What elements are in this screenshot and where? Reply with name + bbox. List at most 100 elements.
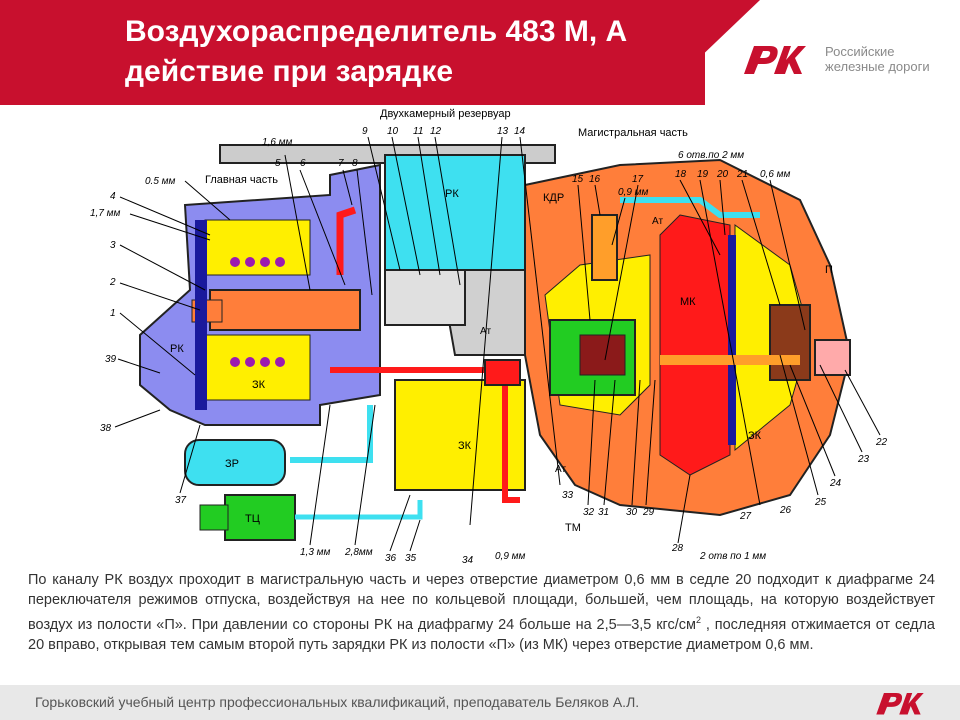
callout-2x1mm: 2 отв по 1 мм: [699, 551, 766, 562]
logo-line-2: железные дороги: [825, 59, 930, 74]
kdr-valve: [591, 214, 618, 281]
callout-15: 15: [572, 174, 584, 185]
title-line-1: Воздухораспределитель 483 М, А: [125, 15, 628, 48]
description-part-1: По каналу РК воздух проходит в магистрал…: [28, 572, 935, 633]
label-tc: ТЦ: [245, 513, 260, 525]
air-distributor-diagram: Двухкамерный резервуар Главная часть Маг…: [90, 108, 888, 565]
callout-8: 8: [352, 158, 358, 169]
label-rk-left: РК: [170, 343, 184, 355]
label-at-3: Ат: [555, 464, 566, 475]
leader-lines: [114, 136, 881, 552]
callout-28: 28: [671, 543, 684, 554]
filter: [484, 359, 521, 386]
callout-16: 16: [589, 174, 601, 185]
footer-rzd-icon: [876, 693, 924, 715]
callout-13: 13: [497, 126, 509, 137]
valve-body: [384, 269, 466, 326]
slide-title: Воздухораспределитель 483 М, А действие …: [125, 12, 627, 92]
callout-29: 29: [642, 507, 655, 518]
label-tm: ТМ: [565, 522, 581, 534]
tc-pipe: [295, 500, 423, 520]
callout-11: 11: [413, 126, 423, 137]
callout-14: 14: [514, 126, 526, 137]
label-zr: ЗР: [225, 458, 239, 470]
label-zk-mid: ЗК: [458, 440, 472, 452]
label-rk-top: РК: [445, 188, 459, 200]
footer-credit: Горьковский учебный центр профессиональн…: [35, 694, 640, 710]
main-diaphragm: [195, 220, 207, 410]
callout-18: 18: [675, 169, 687, 180]
callout-32: 32: [583, 507, 595, 518]
callout-0-9mm: 0,9 мм: [618, 187, 649, 198]
title-line-2: действие при зарядке: [125, 55, 454, 88]
release-valve-core: [579, 334, 626, 376]
logo-line-1: Российские: [825, 44, 895, 59]
slide-footer: Горьковский учебный центр профессиональн…: [0, 685, 960, 720]
callout-10: 10: [387, 126, 399, 137]
callout-9: 9: [362, 126, 368, 137]
callout-12: 12: [430, 126, 442, 137]
label-magistral-part: Магистральная часть: [578, 127, 688, 139]
callout-4: 4: [110, 191, 116, 202]
label-main-part: Главная часть: [205, 174, 278, 186]
main-piston: [209, 289, 361, 331]
callout-24: 24: [829, 478, 842, 489]
callout-2-8mm: 2,8мм: [344, 547, 373, 558]
callout-21: 21: [736, 169, 748, 180]
callout-2: 2: [109, 277, 116, 288]
callout-0-9mm-b: 0,9 мм: [495, 551, 526, 562]
callout-19: 19: [697, 169, 709, 180]
callout-26: 26: [779, 505, 792, 516]
title-banner-cut: [650, 0, 760, 105]
description-part-2: , последняя отжимается от седла 20 вправ…: [28, 616, 936, 653]
label-reservoir: Двухкамерный резервуар: [380, 108, 511, 120]
callout-20: 20: [716, 169, 729, 180]
callout-38: 38: [100, 423, 112, 434]
label-zk-right: ЗК: [748, 430, 762, 442]
callout-7: 7: [338, 158, 344, 169]
callout-17: 17: [632, 174, 644, 185]
callout-39: 39: [105, 354, 117, 365]
callout-5: 5: [275, 158, 281, 169]
callout-6: 6: [300, 158, 306, 169]
rk-chamber: [384, 154, 526, 271]
rzd-logo: Российские железные дороги: [740, 40, 940, 80]
callout-0-5mm: 0.5 мм: [145, 176, 176, 187]
magistral-cyan-channel: [620, 197, 760, 218]
title-banner: [0, 0, 705, 105]
callout-1-7mm: 1,7 мм: [90, 208, 121, 219]
callout-6x2mm: 6 отв.по 2 мм: [678, 150, 744, 161]
right-diaphragm: [728, 235, 736, 445]
callout-23: 23: [857, 454, 870, 465]
mode-switch: [769, 304, 811, 381]
callout-1-6mm: 1,6 мм: [262, 137, 293, 148]
callout-36: 36: [385, 553, 397, 564]
callout-33: 33: [562, 490, 574, 501]
callout-3: 3: [110, 240, 116, 251]
callout-37: 37: [175, 495, 187, 506]
callout-25: 25: [814, 497, 827, 508]
rzd-logo-icon: [744, 46, 806, 74]
label-zk-left: ЗК: [252, 379, 266, 391]
description-sup: 2: [696, 615, 702, 625]
callout-0-6mm: 0,6 мм: [760, 169, 791, 180]
zr-pipe: [290, 405, 373, 463]
label-at-2: Ат: [652, 216, 663, 227]
rzd-logo-text: Российские железные дороги: [825, 44, 930, 74]
label-p: П: [825, 264, 833, 276]
callout-27: 27: [739, 511, 752, 522]
label-mk: МК: [680, 296, 696, 308]
zr-reservoir: [184, 439, 286, 486]
callout-34: 34: [462, 555, 474, 565]
zk-upper: [204, 219, 311, 276]
mode-switch-cap: [814, 339, 851, 376]
spring-coils: [230, 257, 285, 367]
slide-header: Воздухораспределитель 483 М, А действие …: [0, 0, 960, 105]
tc-cylinder: [224, 494, 296, 541]
callout-30: 30: [626, 507, 638, 518]
callout-22: 22: [875, 437, 888, 448]
description-text: По каналу РК воздух проходит в магистрал…: [28, 570, 935, 655]
tm-branch-pipe: [336, 206, 357, 275]
callout-1: 1: [110, 308, 116, 319]
label-kdr: КДР: [543, 192, 564, 204]
